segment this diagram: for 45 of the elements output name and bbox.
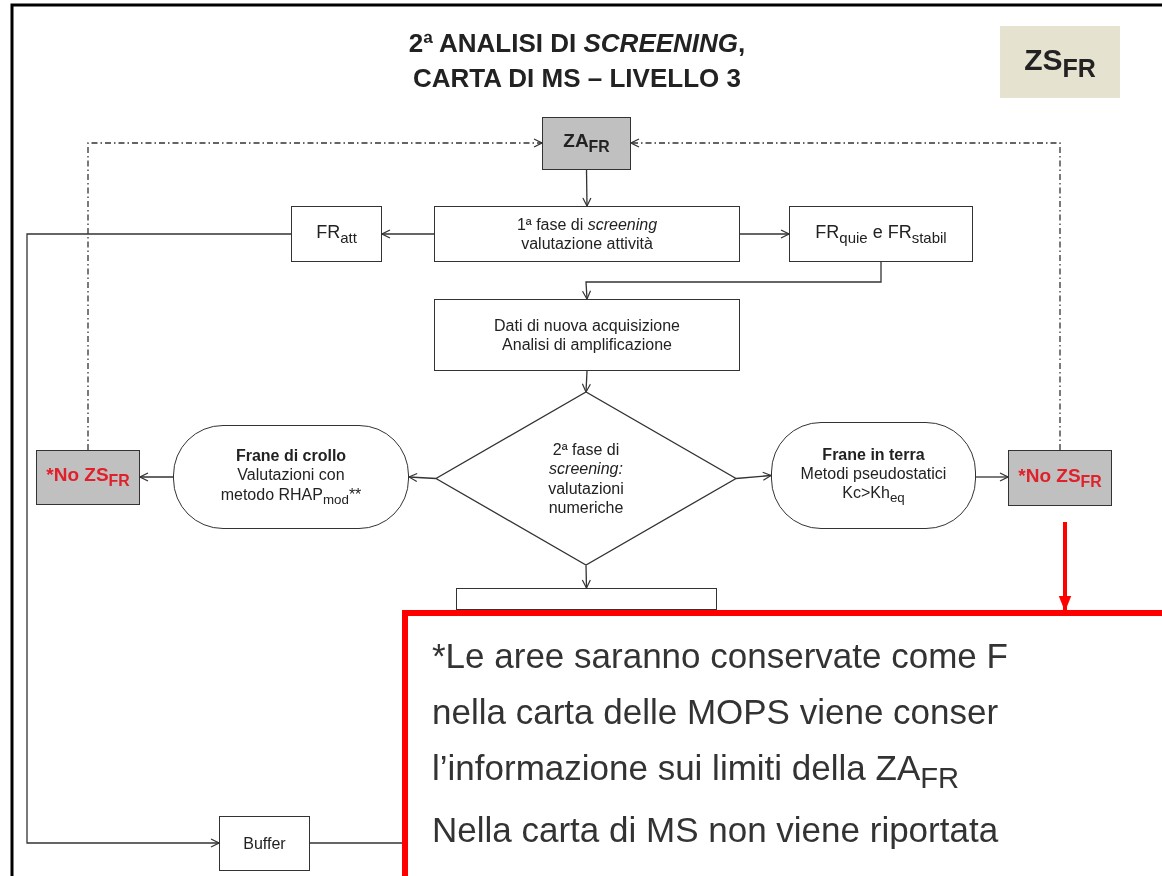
node-label: Valutazioni con metodo RHAP$_{mod}$** — [219, 465, 363, 508]
arrow — [581, 564, 591, 589]
dashed-arrow — [87, 138, 543, 451]
note-box — [402, 610, 1162, 876]
arrow — [26, 233, 292, 848]
node-label: FR$_{quie}$ e FR$_{stabil}$ — [815, 221, 947, 247]
arrow — [408, 472, 437, 483]
outcome-box — [1008, 450, 1112, 506]
arrow — [735, 471, 772, 481]
process-box — [291, 206, 382, 262]
node-label: *No ZS$_{FR}$ — [1018, 464, 1102, 492]
arrow — [1058, 522, 1072, 612]
node-label: Metodi pseudostatici Kc>Kh$_{eq}$ — [799, 463, 948, 507]
badge — [1000, 26, 1120, 98]
process-box — [219, 816, 310, 871]
node-label: ZS$_{FR}$ — [1024, 41, 1096, 83]
arrow — [739, 229, 790, 239]
dashed-arrow — [630, 138, 1061, 451]
arrow — [581, 261, 882, 300]
node-label: ZA$_{FR}$ — [563, 130, 610, 157]
node-label: FR$_{att}$ — [316, 221, 357, 247]
note-text: l’informazione sui limiti della ZA$_{FR}$ — [432, 747, 960, 796]
process-box — [434, 206, 740, 262]
node-label: 2ª fase di screening: valutazioni numeriche — [547, 440, 625, 517]
outcome-box — [36, 450, 140, 505]
decision-diamond — [436, 392, 736, 565]
note-text: *Le aree saranno conservate come F — [432, 635, 1008, 677]
note-text: Nella carta di MS non viene riportata — [432, 808, 999, 851]
process-box — [456, 588, 717, 610]
arrow — [381, 229, 435, 239]
arrow — [582, 169, 592, 207]
arrow — [581, 370, 591, 393]
note-text: nella carta delle MOPS viene conser — [432, 691, 999, 733]
node-label: Dati di nuova acquisizione Analisi di amplificazione — [493, 315, 681, 355]
node-label: 1ª fase di screening valutazione attività — [515, 214, 659, 254]
node-label: *No ZS$_{FR}$ — [46, 464, 130, 491]
arrow — [139, 472, 174, 482]
node-label: Buffer — [243, 833, 286, 854]
node-heading: Frane di crollo — [235, 446, 347, 466]
title: 2ª ANALISI DI SCREENING, CARTA DI MS – LIVELLO 3 — [407, 27, 747, 96]
process-box — [542, 117, 631, 170]
node-heading: Frane in terra — [822, 444, 925, 464]
process-box — [789, 206, 973, 262]
arrow — [975, 472, 1009, 482]
process-box — [434, 299, 740, 371]
